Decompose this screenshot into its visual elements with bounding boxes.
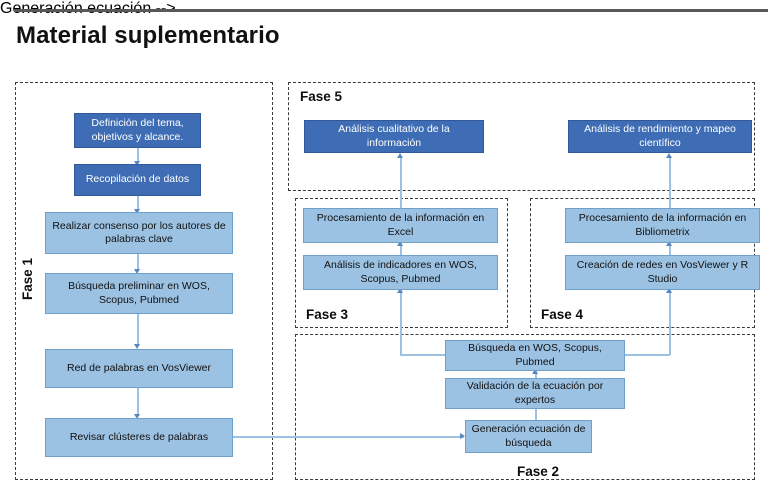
- node-procesamiento-bibliometrix[interactable]: Procesamiento de la información en Bibli…: [565, 208, 760, 243]
- arrow-recopilacion-to-consenso: [134, 209, 141, 214]
- node-revisar-clusteres-label: Revisar clústeres de palabras: [69, 430, 209, 443]
- arrow-red-palabras-to-revisar-clusteres: [134, 414, 141, 419]
- node-red-palabras-label: Red de palabras en VosViewer: [67, 361, 211, 374]
- title-divider: [14, 9, 768, 12]
- connector-busqueda-wos-branch-left: [400, 354, 445, 356]
- node-analisis-indicadores-label: Análisis de indicadores en WOS, Scopus, …: [324, 259, 477, 285]
- node-generacion-ecuacion-label: Generación ecuación de búsqueda: [471, 423, 586, 449]
- node-busqueda-wos-label: Búsqueda en WOS, Scopus, Pubmed: [468, 342, 602, 368]
- node-creacion-redes[interactable]: Creación de redes en VosViewer y R Studi…: [565, 255, 760, 290]
- node-analisis-rendimiento[interactable]: Análisis de rendimiento y mapeo científi…: [568, 120, 752, 153]
- node-procesamiento-excel-label: Procesamiento de la información en Excel: [316, 212, 485, 238]
- node-analisis-cualitativo-label: Análisis cualitativo de la información: [338, 123, 450, 149]
- connector-busqueda-wos-branch-right: [625, 354, 670, 356]
- connector-bibliometrix-to-analisis-rendimiento: [669, 157, 671, 210]
- node-generacion-ecuacion[interactable]: Generación ecuación de búsqueda: [465, 420, 592, 453]
- node-validacion-ecuacion[interactable]: Validación de la ecuación por expertos: [445, 378, 625, 409]
- phase-container-fase5: [288, 82, 755, 191]
- node-analisis-cualitativo[interactable]: Análisis cualitativo de la información: [304, 120, 484, 153]
- connector-creacion-redes-to-bibliometrix: [669, 243, 671, 256]
- node-revisar-clusteres[interactable]: Revisar clústeres de palabras: [45, 418, 233, 457]
- connector-validacion-to-busqueda-wos: [535, 371, 537, 384]
- arrow-excel-to-analisis-cualitativo: [397, 153, 404, 158]
- node-red-palabras[interactable]: Red de palabras en VosViewer: [45, 349, 233, 388]
- arrow-revisar-clusteres-to-generacion: [460, 432, 465, 439]
- phase-container-fase2: [295, 334, 755, 480]
- node-definicion-tema-label: Definición del tema, objetivos y alcance…: [91, 117, 184, 143]
- phase-label-fase2: Fase 2: [517, 464, 560, 479]
- connector-busqueda-preliminar-to-red-palabras: [137, 314, 139, 346]
- node-creacion-redes-label: Creación de redes en VosViewer y R Studi…: [576, 259, 749, 285]
- node-busqueda-wos[interactable]: Búsqueda en WOS, Scopus, Pubmed: [445, 340, 625, 371]
- node-recopilacion-datos[interactable]: Recopilación de datos: [74, 164, 201, 196]
- phase-label-fase4: Fase 4: [541, 307, 584, 322]
- arrow-analisis-indicadores-to-excel: [397, 241, 404, 246]
- node-procesamiento-bibliometrix-label: Procesamiento de la información en Bibli…: [578, 212, 747, 238]
- connector-busqueda-wos-up-right: [669, 325, 671, 355]
- connector-busqueda-to-creacion-redes: [669, 290, 671, 325]
- phase-label-fase5: Fase 5: [300, 89, 343, 104]
- connector-definicion-to-recopilacion: [137, 148, 139, 163]
- node-validacion-ecuacion-label: Validación de la ecuación por expertos: [466, 380, 604, 406]
- arrow-consenso-to-busqueda-preliminar: [134, 269, 141, 274]
- connector-busqueda-wos-up-left: [400, 325, 402, 355]
- connector-revisar-clusteres-to-generacion: [232, 436, 464, 438]
- node-recopilacion-datos-label: Recopilación de datos: [85, 173, 190, 186]
- node-busqueda-preliminar[interactable]: Búsqueda preliminar en WOS, Scopus, Pubm…: [45, 273, 233, 314]
- node-analisis-indicadores[interactable]: Análisis de indicadores en WOS, Scopus, …: [303, 255, 498, 290]
- connector-busqueda-to-analisis-indicadores: [400, 290, 402, 325]
- node-procesamiento-excel[interactable]: Procesamiento de la información en Excel: [303, 208, 498, 243]
- phase-label-fase3: Fase 3: [306, 307, 349, 322]
- arrow-creacion-redes-to-bibliometrix: [666, 241, 673, 246]
- arrow-definicion-to-recopilacion: [134, 161, 141, 166]
- page-title: Material suplementario: [16, 22, 280, 49]
- arrow-validacion-to-busqueda-wos: [532, 369, 539, 374]
- node-consenso-autores[interactable]: Realizar consenso por los autores de pal…: [45, 212, 233, 254]
- node-busqueda-preliminar-label: Búsqueda preliminar en WOS, Scopus, Pubm…: [68, 280, 210, 306]
- node-analisis-rendimiento-label: Análisis de rendimiento y mapeo científi…: [584, 123, 736, 149]
- arrow-busqueda-to-creacion-redes: [666, 288, 673, 293]
- arrow-busqueda-to-analisis-indicadores: [397, 288, 404, 293]
- connector-analisis-indicadores-to-excel: [400, 243, 402, 256]
- connector-recopilacion-to-consenso: [137, 196, 139, 211]
- connector-generacion-to-validacion: [535, 405, 537, 420]
- phase-container-fase1: [15, 82, 273, 480]
- connector-consenso-to-busqueda-preliminar: [137, 254, 139, 271]
- arrow-bibliometrix-to-analisis-rendimiento: [666, 153, 673, 158]
- connector-excel-to-analisis-cualitativo: [400, 157, 402, 210]
- arrow-busqueda-preliminar-to-red-palabras: [134, 344, 141, 349]
- node-definicion-tema[interactable]: Definición del tema, objetivos y alcance…: [74, 113, 201, 148]
- phase-label-fase1: Fase 1: [20, 257, 35, 300]
- connector-red-palabras-to-revisar-clusteres: [137, 388, 139, 416]
- node-consenso-autores-label: Realizar consenso por los autores de pal…: [52, 219, 226, 245]
